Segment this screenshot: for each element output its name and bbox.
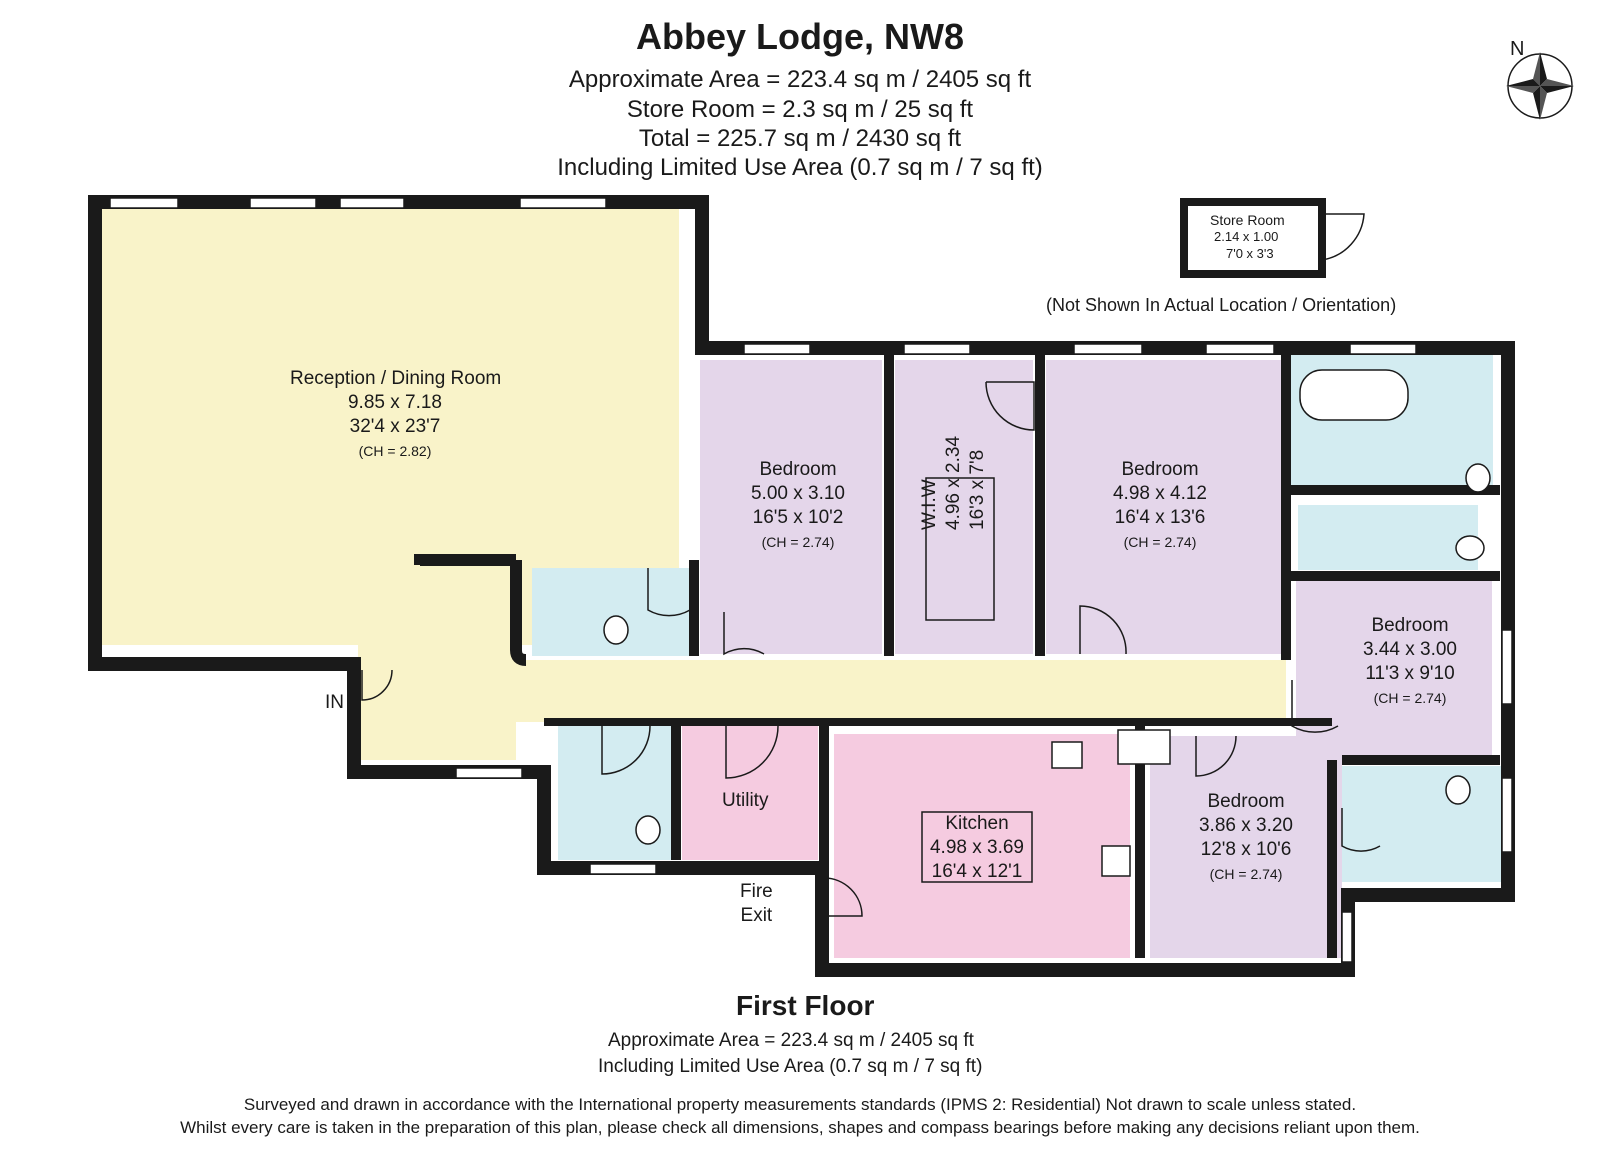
fixtures (603, 369, 1491, 877)
reception-label: Reception / Dining Room 9.85 x 7.18 32'4… (290, 367, 502, 463)
bedroom2-imperial: 16'4 x 13'6 (1114, 507, 1206, 528)
bedroom1-fill (700, 360, 882, 654)
kitchen-imperial: 16'4 x 12'1 (931, 861, 1023, 882)
footer-line2: Whilst every care is taken in the prepar… (180, 1118, 1420, 1137)
kitchen-name: Kitchen (945, 813, 1009, 834)
fire-exit-line1: Fire (740, 881, 773, 902)
bedroom4-fill (1150, 736, 1342, 958)
kitchen-metric: 4.98 x 3.69 (929, 837, 1025, 858)
ensuite-fill (1298, 505, 1478, 570)
kitchen-fill (834, 734, 1130, 958)
floor-area: Approximate Area = 223.4 sq m / 2405 sq … (608, 1030, 974, 1051)
store-room-note: (Not Shown In Actual Location / Orientat… (1046, 295, 1397, 315)
store-room-imperial: 7'0 x 3'3 (1226, 246, 1274, 261)
bedroom3-name: Bedroom (1371, 615, 1449, 636)
floor-limited-area: Including Limited Use Area (0.7 sq m / 7… (598, 1056, 983, 1077)
kitchen-label-box (921, 811, 1033, 883)
bedroom1-ceiling-height: (CH = 2.74) (761, 534, 835, 550)
wiw-label: W.I.W 4.96 x 2.34 16'3 x 7'8 (918, 436, 990, 530)
bedroom1-name: Bedroom (759, 459, 837, 480)
store-room-area-line: Store Room = 2.3 sq m / 25 sq ft (626, 96, 974, 123)
bedroom4-metric: 3.86 x 3.20 (1198, 815, 1294, 836)
reception-ceiling-height: (CH = 2.82) (358, 443, 432, 459)
wiw-name: W.I.W (919, 479, 940, 530)
bedroom2-metric: 4.98 x 4.12 (1112, 483, 1208, 504)
toilet-icon (1465, 463, 1491, 493)
total-area-line: Total = 225.7 sq m / 2430 sq ft (638, 125, 962, 152)
sink-icon (1051, 741, 1083, 769)
hob-icon (1101, 845, 1131, 877)
toilet-icon (1455, 535, 1485, 561)
store-room (1180, 198, 1365, 278)
bedroom3-imperial: 11'3 x 9'10 (1365, 663, 1455, 684)
store-room-metric: 2.14 x 1.00 (1214, 229, 1279, 244)
bedroom4-name: Bedroom (1207, 791, 1285, 812)
limited-use-line: Including Limited Use Area (0.7 sq m / 7… (557, 154, 1043, 181)
wiw-imperial: 16'3 x 7'8 (967, 449, 988, 530)
cupboard-icon (1117, 729, 1171, 765)
bedroom3-label: Bedroom 3.44 x 3.00 11'3 x 9'10 (CH = 2.… (1340, 614, 1480, 710)
wiw-metric: 4.96 x 2.34 (943, 435, 964, 530)
approx-area-line: Approximate Area = 223.4 sq m / 2405 sq … (568, 66, 1032, 93)
toilet-icon (603, 615, 629, 645)
reception-name: Reception / Dining Room (290, 368, 502, 389)
compass-icon (1506, 52, 1574, 120)
wiw-fill (895, 360, 1033, 654)
bedroom3-ceiling-height: (CH = 2.74) (1373, 690, 1447, 706)
utility-label: Utility (722, 790, 769, 811)
compass-north-label: N (1510, 38, 1525, 60)
fire-exit-label: Fire Exit (740, 880, 773, 928)
wiw-island (925, 477, 995, 621)
bedroom3-fill (1296, 580, 1492, 756)
bedroom3-metric: 3.44 x 3.00 (1362, 639, 1458, 660)
bedroom1-metric: 5.00 x 3.10 (750, 483, 846, 504)
reception-metric: 9.85 x 7.18 (347, 392, 443, 413)
store-room-name: Store Room (1210, 212, 1285, 228)
plan-title: Abbey Lodge, NW8 (635, 16, 964, 57)
bedroom4-ceiling-height: (CH = 2.74) (1209, 866, 1283, 882)
bath-bottom-fill (1342, 766, 1502, 882)
bedroom2-label: Bedroom 4.98 x 4.12 16'4 x 13'6 (CH = 2.… (1090, 458, 1230, 554)
floor-name: First Floor (736, 990, 875, 1021)
bedroom4-label: Bedroom 3.86 x 3.20 12'8 x 10'6 (CH = 2.… (1176, 790, 1316, 886)
entrance-label: IN (325, 692, 344, 713)
doors (361, 381, 1381, 917)
corridor-fill (516, 660, 1286, 722)
bedroom1-label: Bedroom 5.00 x 3.10 16'5 x 10'2 (CH = 2.… (728, 458, 868, 554)
toilet-icon (1445, 775, 1471, 805)
bedroom2-fill (1046, 360, 1286, 654)
bedroom2-name: Bedroom (1121, 459, 1199, 480)
footer-line1: Surveyed and drawn in accordance with th… (243, 1095, 1357, 1114)
kitchen-label: Kitchen 4.98 x 3.69 16'4 x 12'1 (916, 812, 1038, 884)
bedroom2-ceiling-height: (CH = 2.74) (1123, 534, 1197, 550)
bedroom4-imperial: 12'8 x 10'6 (1200, 839, 1292, 860)
reception-imperial: 32'4 x 23'7 (349, 416, 441, 437)
windows (109, 197, 1513, 963)
bath-icon (1299, 369, 1409, 421)
bedroom1-imperial: 16'5 x 10'2 (752, 507, 844, 528)
fire-exit-line2: Exit (740, 905, 773, 926)
utility-fill (682, 726, 818, 860)
toilet-icon (635, 815, 661, 845)
entrance-hall-fill (358, 570, 516, 760)
